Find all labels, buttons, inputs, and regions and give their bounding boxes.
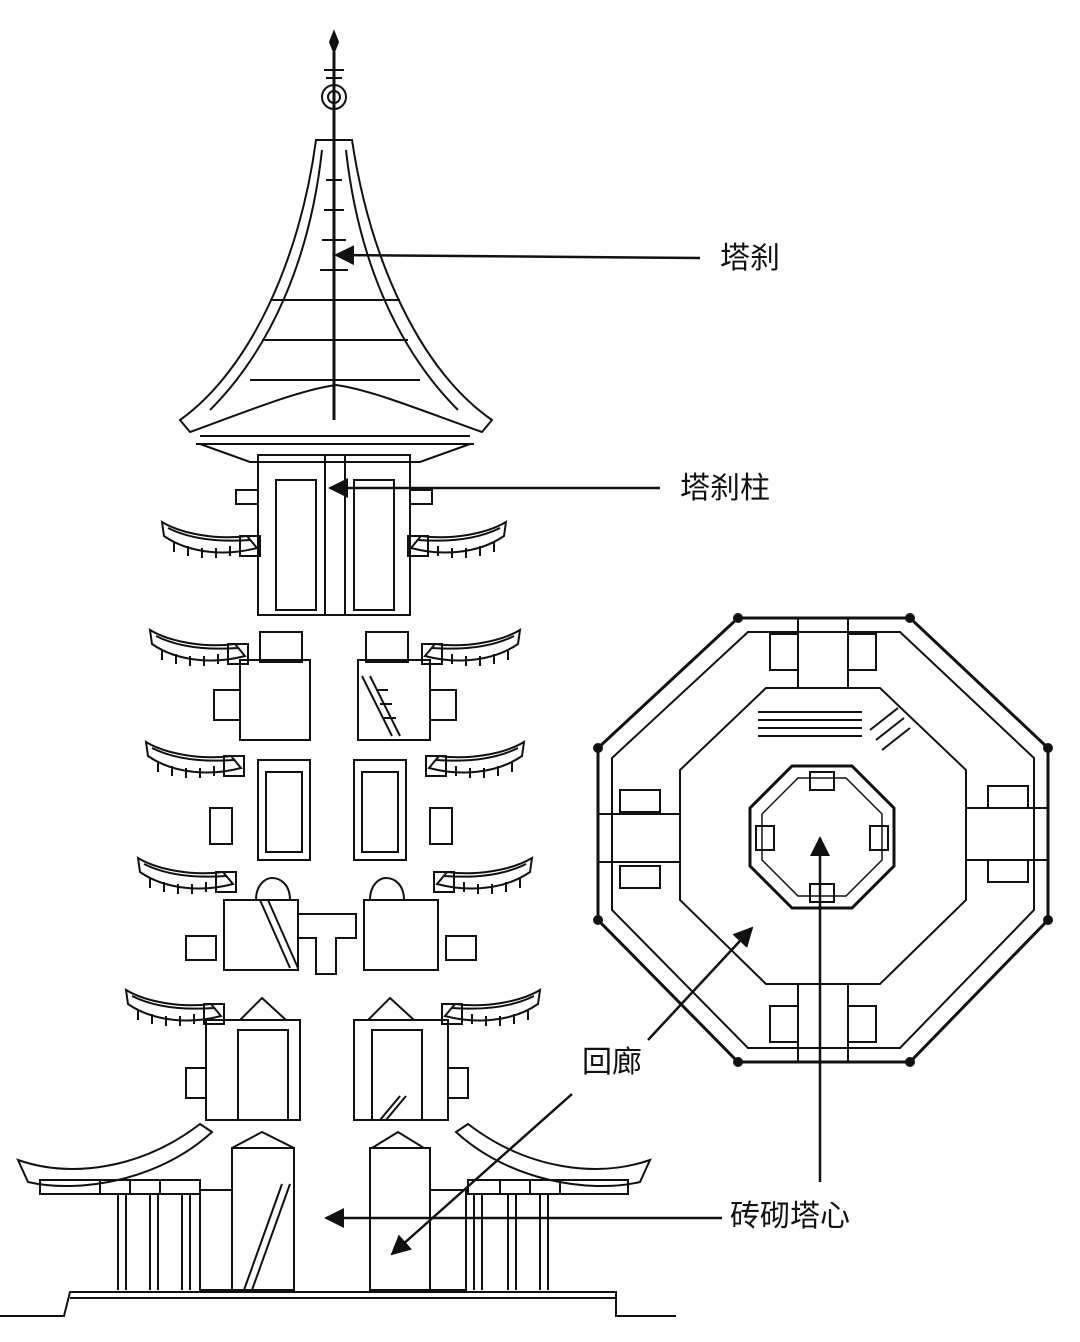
arrow-corridor-plan [647,926,754,1041]
plan-brick-core [748,764,896,910]
label-spire-pole: 塔刹柱 [680,471,770,506]
pagoda-section [0,29,676,1317]
eaves-left [125,521,261,1027]
lowest-eaves [16,1122,652,1195]
tier-3 [185,996,469,1121]
arrow-spire [334,245,701,266]
tier-4 [185,876,477,975]
spire-finial [321,29,347,420]
plan-corridor-wall [679,687,967,985]
eaves-right [407,521,541,1027]
label-spire: 塔刹 [720,241,780,276]
tier-6 [213,631,457,741]
plan-stair [758,707,911,751]
tier-7 [235,454,433,616]
octagonal-floor-plan [593,613,1053,1067]
plan-outer-wall [596,616,1050,1064]
leader-arrows [324,245,830,1256]
arrow-corridor-section [390,1093,573,1256]
label-corridor: 回廊 [582,1045,642,1080]
top-roof [178,139,494,463]
tier-5 [209,759,453,861]
label-brick-core: 砖砌塔心 [730,1199,850,1234]
tier-1 [117,1130,549,1291]
base-platform [0,1291,676,1317]
